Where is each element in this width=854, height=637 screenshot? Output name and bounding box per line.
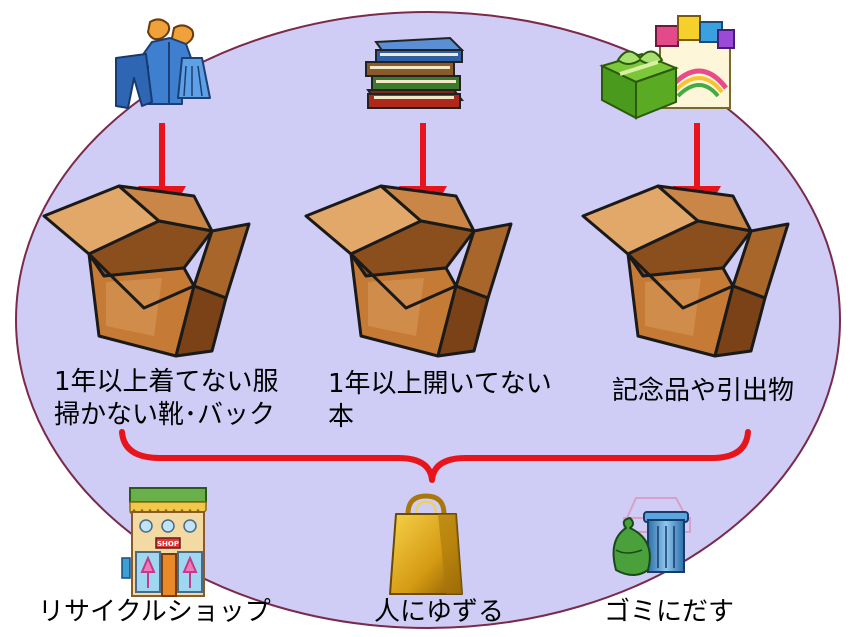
category-gifts-line1: 記念品や引出物 (612, 376, 795, 406)
category-clothes-line1: 1年以上着てない服 (54, 367, 279, 397)
recycle-shop-icon: SHOP (121, 487, 207, 597)
garbage-can-icon (612, 497, 691, 576)
destination-shop-label: リサイクルショップ (38, 597, 271, 627)
books-stack-icon (365, 36, 465, 109)
destination-give-label: 人にゆずる (374, 597, 505, 627)
clothes-shoes-icon (115, 18, 211, 109)
category-books-line1: 1年以上開いてない (328, 369, 552, 399)
category-books-label: 1年以上開いてない 本 (328, 368, 552, 435)
gift-boxes-icon (599, 15, 735, 120)
destination-trash-label: ゴミにだす (604, 597, 735, 627)
category-clothes-line2: 掃かない靴･バック (54, 400, 276, 431)
grouping-brace (119, 429, 751, 483)
shopping-bag-icon (389, 493, 463, 595)
category-clothes-label: 1年以上着てない服 掃かない靴･バック (54, 366, 279, 433)
shop-sign-text: SHOP (157, 540, 179, 548)
category-gifts-label: 記念品や引出物 (612, 375, 794, 408)
category-books-line2: 本 (328, 402, 355, 433)
